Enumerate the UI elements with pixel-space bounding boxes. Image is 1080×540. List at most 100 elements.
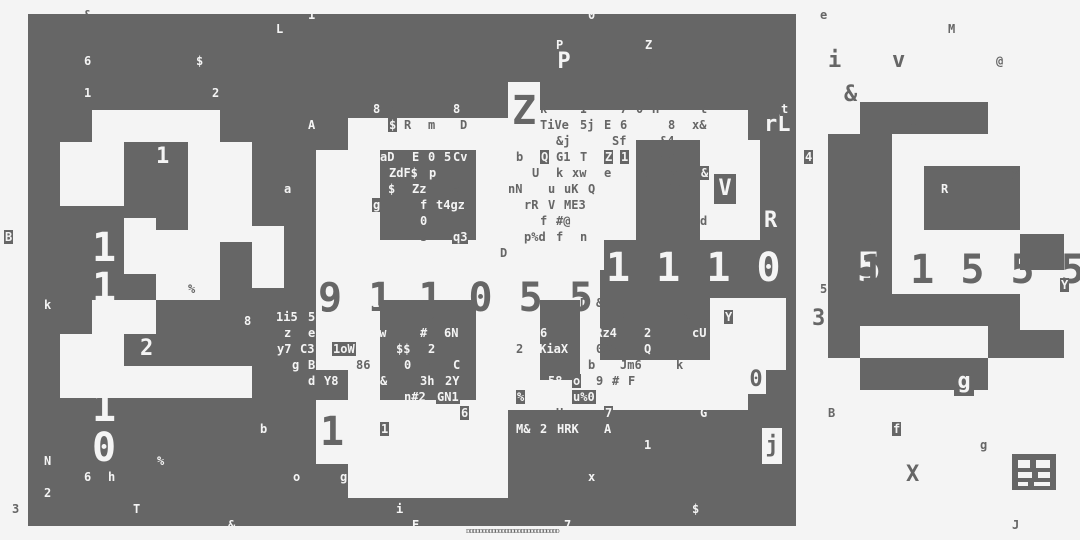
big-glyph-amp: & <box>844 82 858 107</box>
light-shape-right-2 <box>892 166 924 230</box>
scatter-glyph: TiVe <box>540 118 569 132</box>
light-shape-left-4 <box>156 230 220 300</box>
scatter-glyph: qc <box>660 310 675 324</box>
scatter-glyph: 0I <box>412 422 427 436</box>
scatter-glyph: 3h <box>420 374 435 388</box>
scatter-glyph: Z <box>644 54 652 68</box>
scatter-glyph: F <box>692 182 700 196</box>
light-shape-left-5 <box>92 300 156 334</box>
scatter-glyph: e1 <box>308 326 323 340</box>
scatter-glyph: c <box>868 214 876 228</box>
light-shape-right-6 <box>828 358 860 390</box>
scatter-glyph: HRK <box>556 422 580 436</box>
scatter-glyph: 8 <box>668 118 676 132</box>
scatter-glyph: e <box>820 8 828 22</box>
scatter-glyph: 7 <box>564 518 572 532</box>
number-group-right-center: 1 1 1 0 5 5 <box>606 245 882 291</box>
scatter-glyph: 2 <box>516 342 524 356</box>
number-group-left-bg <box>252 226 284 288</box>
scatter-glyph: $ <box>372 166 380 180</box>
scatter-glyph: & <box>380 374 388 388</box>
big-glyph-v-left: V <box>286 145 311 191</box>
scatter-glyph: p <box>428 166 438 180</box>
number-group-far-right: 1 1 5 5 5 5 <box>860 247 1080 293</box>
scatter-glyph: C3 <box>300 342 315 356</box>
scatter-glyph: r <box>436 422 444 436</box>
scatter-glyph: L <box>276 22 284 36</box>
scatter-glyph: 4 <box>804 150 814 164</box>
scatter-glyph: t <box>372 342 380 356</box>
scatter-glyph: $ <box>196 54 204 68</box>
scatter-glyph: 5 <box>444 150 452 164</box>
big-glyph-f: F <box>828 368 842 393</box>
light-shape-right-8 <box>1020 134 1064 234</box>
big-glyph-v-right: V <box>714 174 736 204</box>
scatter-glyph: 3 <box>12 502 20 516</box>
scatter-glyph: 2 <box>644 326 652 340</box>
light-shape-right-1 <box>892 134 1020 166</box>
scatter-glyph: Q <box>644 342 652 356</box>
scatter-glyph: t <box>780 102 790 116</box>
scatter-glyph: z <box>284 326 292 340</box>
scatter-glyph: cU <box>692 326 707 340</box>
scatter-glyph: 07 <box>636 150 651 164</box>
big-glyph-x: X <box>906 462 920 487</box>
scatter-glyph: 0 <box>644 166 652 180</box>
scatter-glyph: b <box>588 358 596 372</box>
light-shape-left-7 <box>124 366 252 398</box>
scatter-glyph: t4gz <box>436 198 465 212</box>
scatter-glyph: 86 <box>356 358 371 372</box>
scatter-glyph: # <box>612 374 620 388</box>
scatter-glyph: M& <box>516 422 531 436</box>
light-shape-left-1 <box>92 110 220 142</box>
big-glyph-d: D <box>492 174 506 199</box>
scatter-glyph: J <box>1012 518 1020 532</box>
scatter-glyph: A <box>604 422 612 436</box>
scatter-glyph: B <box>4 230 14 244</box>
scatter-glyph: 1 <box>644 438 652 452</box>
scatter-glyph: I <box>628 342 636 356</box>
scatter-glyph: 6 <box>620 118 628 132</box>
scatter-glyph: $ <box>692 502 700 516</box>
scatter-glyph: 0 <box>428 150 436 164</box>
scatter-glyph: ZdF$ <box>388 166 419 180</box>
scatter-glyph: X <box>644 70 652 84</box>
scatter-glyph: uK <box>564 182 579 196</box>
scatter-glyph: g <box>372 198 382 212</box>
scatter-glyph: s <box>428 310 436 324</box>
scatter-glyph: Q <box>540 150 550 164</box>
scatter-glyph: v <box>684 310 692 324</box>
big-glyph-z: Z <box>508 82 540 140</box>
scatter-glyph: 8 <box>244 314 252 328</box>
scatter-glyph: V <box>548 198 556 212</box>
scatter-glyph: P <box>980 118 988 132</box>
dark-region-right-top <box>860 102 988 134</box>
big-glyph-dollar: $ <box>140 400 154 425</box>
scatter-glyph: F <box>324 182 332 196</box>
scatter-glyph: J <box>604 310 612 324</box>
scatter-glyph: E <box>412 150 420 164</box>
scatter-glyph: gS <box>340 470 355 484</box>
dark-pocket-1 <box>380 150 476 240</box>
scatter-glyph: E <box>604 118 612 132</box>
scatter-glyph: Q <box>796 358 804 372</box>
scatter-glyph: P <box>556 38 564 52</box>
scatter-glyph: 5 <box>428 358 436 372</box>
scatter-glyph: T <box>132 502 142 516</box>
big-glyph-zero: 0 <box>746 366 766 394</box>
scatter-glyph: k <box>556 166 564 180</box>
light-shape-right-4 <box>1020 270 1064 330</box>
scatter-glyph: 1oW <box>332 342 356 356</box>
light-shape-right-3 <box>892 230 1020 294</box>
scatter-glyph: d <box>308 374 316 388</box>
scatter-glyph: M <box>948 22 956 36</box>
scatter-glyph: 0 <box>636 102 644 116</box>
scatter-glyph: A9 <box>668 182 683 196</box>
scatter-glyph: f <box>540 214 548 228</box>
light-shape-right-5 <box>860 326 988 358</box>
scatter-glyph: rR <box>524 198 539 212</box>
scatter-glyph: D <box>580 296 588 310</box>
scatter-glyph: 2Y <box>444 374 461 388</box>
scatter-glyph: A <box>308 118 316 132</box>
